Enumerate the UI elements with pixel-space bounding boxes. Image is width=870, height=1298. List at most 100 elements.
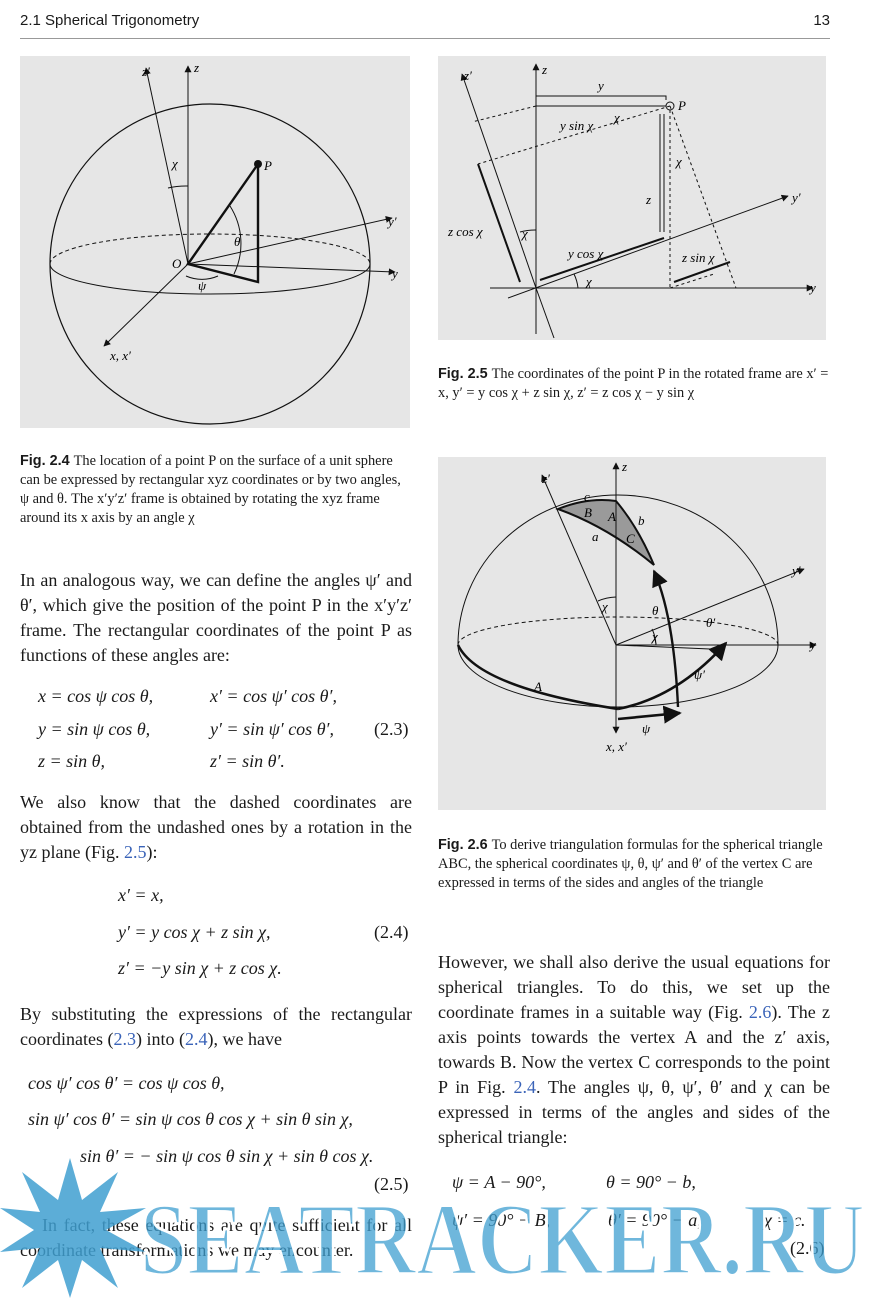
side-a-arc: [456, 644, 619, 711]
b-side-label: b: [638, 513, 645, 528]
z-prime-axis: [541, 474, 617, 646]
fig-2-6-link[interactable]: 2.6: [748, 1002, 772, 1022]
chi-arc-bottom: [573, 273, 579, 289]
y-prime-label: y′: [790, 563, 801, 578]
y-label: y: [808, 637, 816, 652]
equation-number: (2.5): [374, 1174, 409, 1194]
eq-line: z′ = sin θ′.: [210, 751, 285, 771]
c-side-label: c: [584, 489, 590, 504]
chi-label: χ: [600, 599, 608, 614]
ysinchi-label: y sin χ: [558, 118, 593, 133]
eq-line: y′ = y cos χ + z sin χ,: [118, 922, 271, 942]
a-big-label: A: [533, 679, 542, 694]
z-prime-label: z′: [141, 64, 150, 79]
page-number: 13: [813, 12, 830, 29]
chi-arc: [167, 185, 189, 189]
caption-number: Fig. 2.6: [438, 837, 488, 853]
eq-line: cos ψ′ cos θ′ = cos ψ cos θ,: [28, 1073, 225, 1093]
x-label: x, x′: [605, 739, 627, 754]
para-text: . The angles ψ, θ, ψ′, θ′ and χ can be e…: [438, 1077, 831, 1147]
p-to-z-prime: [477, 105, 671, 165]
para-text: ). The z axis points towards the vertex …: [438, 1002, 830, 1097]
equator-back: [49, 233, 371, 265]
caption-number: Fig. 2.5: [438, 366, 488, 382]
chi-right-label: χ: [674, 154, 682, 169]
paragraph-sufficient: In fact, these equations are quite suffi…: [20, 1215, 412, 1260]
eq-line: z = sin θ,: [38, 751, 105, 771]
y-top-label: y: [596, 78, 604, 93]
y-prime-label: y′: [790, 190, 801, 205]
eq-line: θ′ = 90° − a,: [608, 1210, 702, 1230]
chi-arc: [597, 596, 617, 602]
z-prime-axis-back: [535, 287, 555, 339]
zsin-segment: [673, 261, 731, 283]
z-brace: [659, 114, 665, 232]
eq-line: ψ′ = 90° − B,: [452, 1210, 551, 1230]
theta-prime-arc: [652, 569, 680, 708]
para-text: We also know that the dashed coordinates…: [20, 792, 412, 862]
z-prime-axis: [460, 73, 537, 289]
x-label: x, x′: [109, 348, 131, 363]
x-axis: [103, 263, 189, 347]
a-side-label: a: [592, 529, 599, 544]
equation-number: (2.6): [790, 1238, 825, 1258]
eq-2-3-link[interactable]: 2.3: [113, 1029, 136, 1049]
equation-number: (2.4): [374, 922, 409, 942]
zcos-segment: [477, 163, 521, 283]
z-label: z: [621, 459, 627, 474]
caption-number: Fig. 2.4: [20, 453, 70, 469]
fig-2-4-link[interactable]: 2.4: [513, 1077, 537, 1097]
z-mid-label: z: [645, 192, 651, 207]
equator-front: [49, 263, 371, 295]
caption-text: The location of a point P on the surface…: [20, 453, 401, 526]
hemisphere-outline: [457, 494, 779, 646]
z-prime-axis: [143, 67, 189, 265]
section-title: 2.1 Spherical Trigonometry: [20, 12, 200, 29]
eq-line: x′ = cos ψ′ cos θ′,: [210, 686, 337, 706]
running-header: 2.1 Spherical Trigonometry 13: [20, 8, 830, 39]
y-prime-label: y′: [386, 214, 397, 229]
caption-text: To derive triangulation formulas for the…: [438, 837, 823, 891]
para-text: ) into (: [135, 1029, 185, 1049]
c-angle-label: C: [626, 531, 635, 546]
para-text: ):: [146, 842, 158, 862]
figure-2-6: z′ z c B A b C a y′ χ θ θ′ χ y ψ′ A ψ x,…: [438, 457, 826, 810]
eq-line: y′ = sin ψ′ cos θ′,: [210, 719, 334, 739]
eq-2-4-link[interactable]: 2.4: [184, 1029, 208, 1049]
eq-line: sin ψ′ cos θ′ = sin ψ cos θ cos χ + sin …: [28, 1109, 353, 1129]
c-projection: [615, 644, 711, 650]
psi-prime-arc: [617, 641, 728, 711]
point-p: [254, 160, 262, 168]
y-label: y: [808, 280, 816, 295]
figure-2-4: z′ z χ P y′ θ O y ψ x, x′: [20, 56, 410, 428]
zsinchi-label: z sin χ: [681, 250, 715, 265]
eq-line: sin θ′ = − sin ψ cos θ sin χ + sin θ cos…: [80, 1146, 374, 1166]
chi-bottom-label: χ: [584, 274, 592, 289]
y-prime-axis: [507, 194, 789, 299]
psi-label: ψ: [198, 278, 207, 293]
fig-2-5-link[interactable]: 2.5: [123, 842, 147, 862]
eq-line: y = sin ψ cos θ,: [38, 719, 151, 739]
theta-label: θ: [652, 603, 659, 618]
p-label: P: [263, 158, 272, 173]
y-axis: [187, 263, 396, 276]
eq-line: χ = c.: [764, 1210, 806, 1230]
origin-label: O: [172, 256, 182, 271]
caption-text: The coordinates of the point P in the ro…: [438, 366, 829, 401]
z-prime-label: z′: [463, 68, 472, 83]
figure-2-5: z′ z y y sin χ χ P χ z y′ z cos χ χ y co…: [438, 56, 826, 340]
theta-prime-label: θ′: [706, 615, 715, 630]
eq-line: θ = 90° − b,: [606, 1172, 696, 1192]
para-text: However, we shall also derive the usual …: [438, 952, 830, 1022]
bottom-dashed: [669, 273, 715, 289]
p-label: P: [677, 98, 686, 113]
zcoschi-label: z cos χ: [447, 224, 483, 239]
paragraph-triangles: However, we shall also derive the usual …: [438, 950, 830, 1150]
y-prime-axis: [615, 568, 805, 646]
eq-line: ψ = A − 90°,: [452, 1172, 546, 1192]
equation-number: (2.3): [374, 719, 409, 739]
a-angle-label: A: [607, 509, 616, 524]
para-text: ), we have: [207, 1029, 282, 1049]
